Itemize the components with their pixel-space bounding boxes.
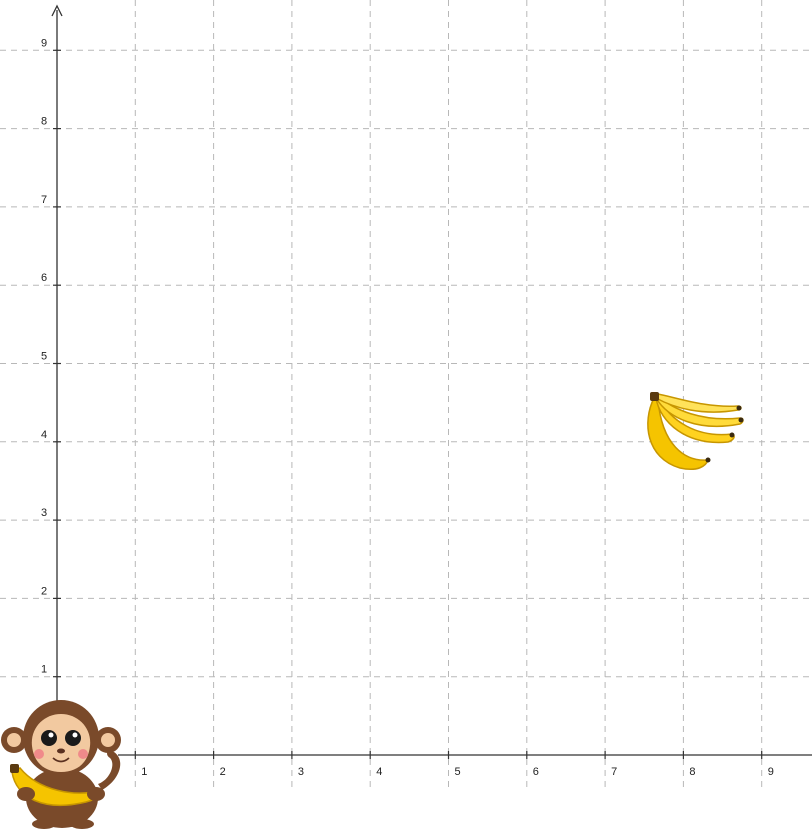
x-ticks: 1 2 3 4 5 6 7 8 9	[134, 751, 774, 778]
y-tick-label: 2	[41, 585, 47, 597]
monkey-holding-banana-icon	[1, 700, 121, 829]
x-tick-label: 5	[455, 766, 461, 778]
x-tick-label: 2	[220, 766, 226, 778]
y-axis-arrow	[51, 4, 63, 17]
y-tick-label: 3	[41, 507, 47, 519]
y-tick-label: 5	[41, 351, 47, 363]
x-tick-label: 9	[768, 766, 774, 778]
y-tick-label: 8	[41, 116, 47, 128]
x-tick-label: 3	[298, 766, 304, 778]
y-tick-label: 1	[41, 664, 47, 676]
x-tick-label: 6	[533, 766, 539, 778]
y-tick-label: 4	[41, 429, 47, 441]
y-ticks: 1 2 3 4 5 6 7 8 9	[41, 37, 61, 678]
x-tick-label: 8	[689, 766, 695, 778]
x-tick-label: 1	[141, 766, 147, 778]
y-tick-label: 9	[41, 37, 47, 49]
axes	[51, 4, 812, 756]
y-tick-label: 7	[41, 194, 47, 206]
y-tick-label: 6	[41, 272, 47, 284]
x-tick-label: 7	[611, 766, 617, 778]
grid-lines	[0, 0, 812, 790]
x-tick-label: 4	[376, 766, 382, 778]
banana-bunch-icon	[647, 392, 744, 471]
